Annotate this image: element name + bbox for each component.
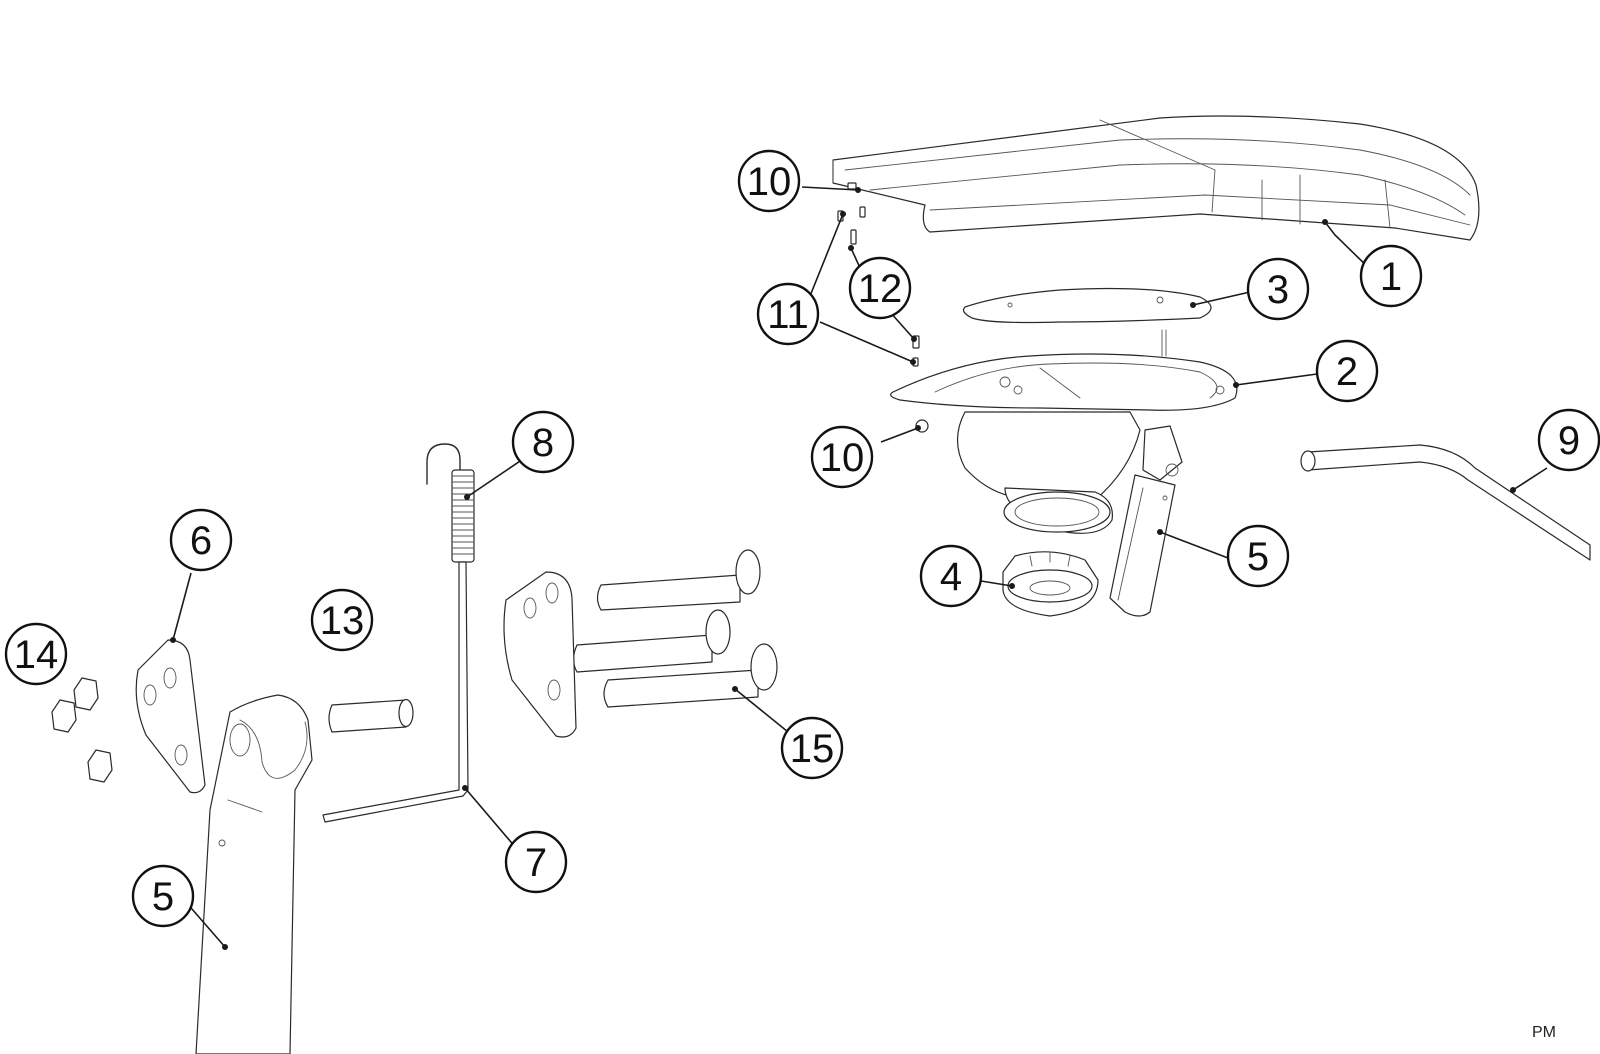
callout-13-label: 13	[320, 599, 365, 643]
callout-2: 2	[1315, 339, 1379, 403]
callout-14: 14	[4, 622, 68, 686]
callout-5-upper-label: 5	[1247, 535, 1269, 579]
callout-10-lower: 10	[810, 425, 874, 489]
callout-5-lower-label: 5	[152, 875, 174, 919]
tension-spring	[426, 443, 475, 563]
seat-post-upper	[1109, 474, 1176, 617]
corner-label: PM	[1532, 1024, 1556, 1041]
callout-4: 4	[919, 544, 983, 608]
callout-15: 15	[780, 716, 844, 780]
callout-5-lower: 5	[131, 864, 195, 928]
handle-bar	[1300, 444, 1591, 561]
callout-1-label: 1	[1380, 255, 1402, 299]
callout-4-label: 4	[940, 555, 962, 599]
callout-6-label: 6	[190, 519, 212, 563]
callout-9: 9	[1537, 408, 1600, 472]
callout-8-label: 8	[532, 421, 554, 465]
link-plate-right	[503, 571, 577, 738]
hex-key	[322, 561, 469, 823]
callout-3: 3	[1246, 257, 1310, 321]
callout-13: 13	[310, 588, 374, 652]
callout-2-label: 2	[1336, 350, 1358, 394]
callout-11: 11	[756, 282, 820, 346]
callout-8: 8	[511, 410, 575, 474]
callout-5-upper: 5	[1226, 524, 1290, 588]
frame-post	[195, 694, 313, 1054]
callout-1: 1	[1359, 244, 1423, 308]
seat-cushion	[832, 115, 1480, 241]
spacer-tube	[328, 698, 414, 733]
callout-9-label: 9	[1558, 419, 1580, 463]
callout-7: 7	[504, 830, 568, 894]
bolts	[572, 549, 778, 708]
seat-plate	[962, 287, 1212, 324]
callout-11-label: 11	[767, 293, 809, 337]
adjuster-knob	[1002, 551, 1099, 617]
callout-12: 12	[848, 256, 912, 320]
callout-10-lower-label: 10	[820, 436, 865, 480]
callout-12-label: 12	[858, 267, 903, 311]
callout-14-label: 14	[14, 633, 59, 677]
callout-3-label: 3	[1267, 268, 1289, 312]
seat-base	[890, 329, 1238, 534]
link-plate-left	[135, 639, 206, 794]
nuts	[51, 677, 113, 783]
leader-dots	[170, 187, 1516, 950]
callout-10-upper-label: 10	[747, 160, 792, 204]
callout-15-label: 15	[790, 727, 835, 771]
callout-6: 6	[169, 508, 233, 572]
callout-10-upper: 10	[737, 149, 801, 213]
callout-7-label: 7	[525, 841, 547, 885]
